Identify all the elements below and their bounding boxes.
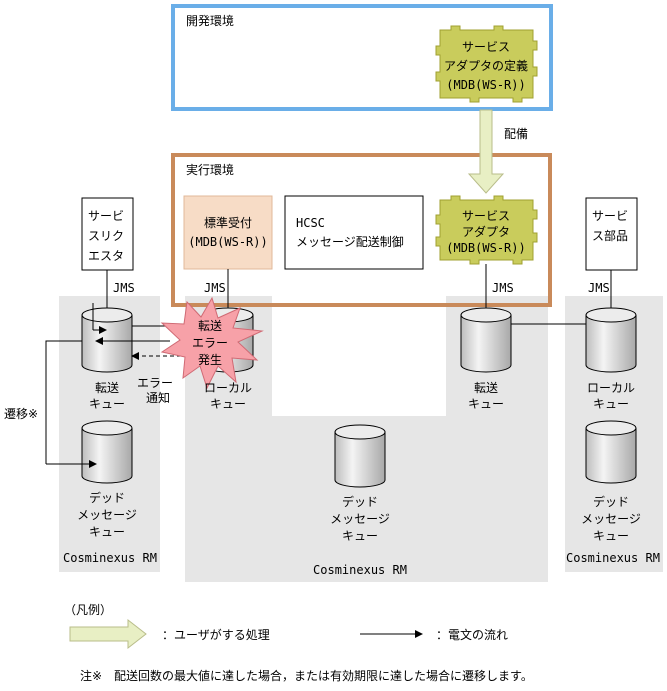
error-notice-line1: エラー xyxy=(137,376,173,390)
dev-env-title: 開発環境 xyxy=(186,13,234,28)
dev-adapter-line2: アダプタの定義 xyxy=(444,58,528,73)
center-transfer-queue xyxy=(460,307,512,373)
error-burst-line2: エラー xyxy=(192,336,228,350)
deploy-label: 配備 xyxy=(504,126,528,141)
legend-message-flow: ：電文の流れ xyxy=(436,627,508,642)
service-requester-box xyxy=(81,197,134,271)
hcsc-box xyxy=(284,195,424,270)
center-dead-queue-line2: メッセージ xyxy=(330,512,390,526)
transition-path xyxy=(45,340,82,464)
dev-adapter-shape xyxy=(435,25,538,103)
hcsc-line2: メッセージ配送制御 xyxy=(296,234,404,249)
right-rm-label: Cosminexus RM xyxy=(566,551,660,565)
std-receiver-box xyxy=(183,195,273,270)
service-part-line2: ス部品 xyxy=(592,228,628,243)
error-burst-shape xyxy=(160,296,264,390)
right-dead-queue-line3: キュー xyxy=(593,529,629,543)
right-local-queue xyxy=(585,307,637,373)
left-dead-queue-line3: キュー xyxy=(89,525,125,539)
legend-user-action: ：ユーザがする処理 xyxy=(162,627,270,642)
exec-env-box xyxy=(171,153,552,307)
legend-user-arrow xyxy=(69,618,147,650)
left-dead-queue-line2: メッセージ xyxy=(77,508,137,522)
right-local-queue-line1: ローカル xyxy=(587,381,635,395)
service-part-box xyxy=(585,197,638,271)
exec-env-title: 実行環境 xyxy=(186,162,234,177)
std-receiver-line2: (MDB(WS-R)) xyxy=(188,235,267,249)
left-transfer-queue-line1: 転送 xyxy=(95,380,119,395)
center-dead-queue-line1: デッド xyxy=(342,494,378,509)
exec-adapter-line1: サービス xyxy=(462,209,510,223)
error-burst-line1: 転送 xyxy=(198,318,222,333)
requester-line2: スリク xyxy=(88,229,124,243)
center-dead-queue xyxy=(334,424,386,488)
center-dead-queue-line3: キュー xyxy=(342,529,378,543)
hcsc-line1: HCSC xyxy=(296,216,325,230)
right-dead-queue xyxy=(585,420,637,484)
exec-adapter-shape xyxy=(435,195,538,265)
left-transfer-queue xyxy=(81,307,133,373)
jms-label-left: JMS xyxy=(113,281,135,295)
left-dead-queue-line1: デッド xyxy=(89,490,125,505)
jms-label-adapter: JMS xyxy=(492,281,514,295)
legend-title: （凡例） xyxy=(64,603,112,617)
std-receiver-line1: 標準受付 xyxy=(204,215,252,230)
center-rm-label: Cosminexus RM xyxy=(313,563,407,577)
left-rm-label: Cosminexus RM xyxy=(63,551,157,565)
dev-adapter-line3: (MDB(WS-R)) xyxy=(446,78,525,92)
service-part-line1: サービ xyxy=(592,209,628,223)
jms-label-center: JMS xyxy=(204,281,226,295)
center-transfer-queue-line1: 転送 xyxy=(474,380,498,395)
right-dead-queue-line2: メッセージ xyxy=(581,512,641,526)
center-local-queue-line2: キュー xyxy=(210,397,246,411)
left-dead-queue xyxy=(81,420,133,484)
right-local-queue-line2: キュー xyxy=(593,397,629,411)
center-transfer-queue-line2: キュー xyxy=(468,397,504,411)
requester-line1: サービ xyxy=(88,209,124,223)
footnote: 注※ 配送回数の最大値に達した場合，または有効期限に達した場合に遷移します。 xyxy=(80,668,533,683)
error-notice-line2: 通知 xyxy=(146,391,170,405)
center-local-queue-line1: ローカル xyxy=(204,381,252,395)
dev-adapter-line1: サービス xyxy=(462,40,510,54)
jms-label-right: JMS xyxy=(588,281,610,295)
right-dead-queue-line1: デッド xyxy=(593,494,629,509)
left-transfer-queue-line2: キュー xyxy=(89,397,125,411)
deploy-arrow xyxy=(467,109,505,194)
exec-adapter-line3: (MDB(WS-R)) xyxy=(446,241,525,255)
exec-adapter-line2: アダプタ xyxy=(462,224,510,239)
transition-label: 遷移※ xyxy=(4,407,38,421)
error-burst-line3: 発生 xyxy=(198,353,222,367)
requester-line3: エスタ xyxy=(88,249,124,263)
